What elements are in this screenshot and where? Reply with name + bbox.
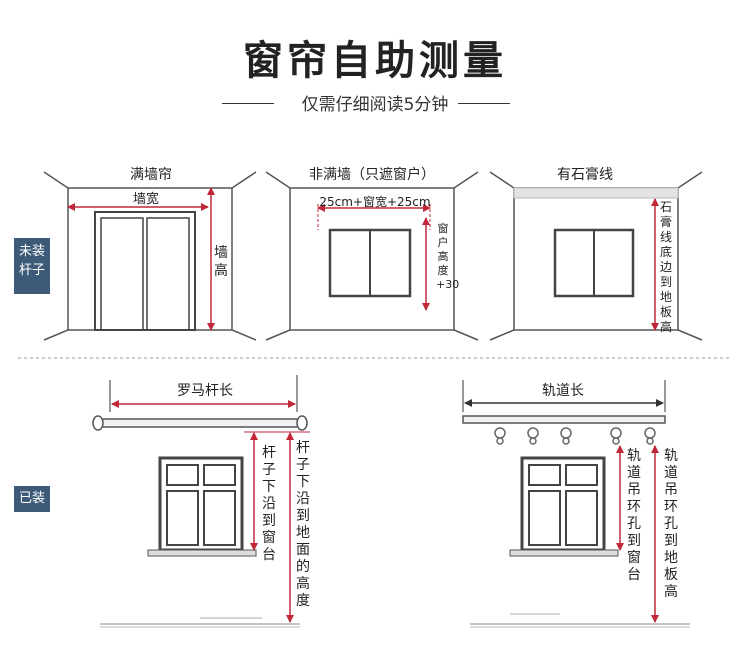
- partial-width-label: 25cm+窗宽+25cm: [319, 195, 431, 209]
- page-title: 窗帘自助测量: [243, 38, 507, 84]
- panel-full-wall: [43, 171, 257, 341]
- track-rings: [494, 427, 656, 445]
- panel-partial-wall: [265, 171, 479, 341]
- rod-length-label: 罗马杆长: [177, 383, 233, 399]
- partial-wall-title: 非满墙（只遮窗户）: [309, 167, 435, 183]
- track-length-label: 轨道长: [542, 383, 584, 399]
- tag-not-installed: 未装 杆子: [14, 238, 50, 294]
- partial-height-label: 窗户高度+30: [436, 222, 460, 291]
- rod-to-sill-label: 杆子下沿到窗台: [262, 445, 276, 563]
- plaster-height-label: 石膏线底边到地板高: [659, 200, 672, 334]
- plaster-line-title: 有石膏线: [557, 167, 613, 183]
- curtain-track: [462, 415, 666, 424]
- subtitle-right-rule: [458, 103, 510, 104]
- ring-to-floor-label: 轨道吊环孔到地板高: [664, 448, 678, 600]
- panel-roman-rod: [92, 375, 310, 628]
- full-wall-title: 满墙帘: [130, 167, 172, 183]
- page-subtitle: 仅需仔细阅读5分钟: [301, 95, 449, 115]
- panel-track: [462, 380, 690, 628]
- wall-width-label: 墙宽: [132, 192, 159, 207]
- ring-to-sill-label: 轨道吊环孔到窗台: [627, 448, 641, 583]
- wall-height-label: 墙高: [214, 245, 228, 279]
- subtitle-left-rule: [222, 103, 274, 104]
- plaster-line-strip: [513, 187, 679, 199]
- roman-rod: [99, 418, 301, 428]
- tag-installed: 已装: [14, 486, 50, 512]
- rod-to-floor-label: 杆子下沿到地面的高度: [296, 440, 310, 609]
